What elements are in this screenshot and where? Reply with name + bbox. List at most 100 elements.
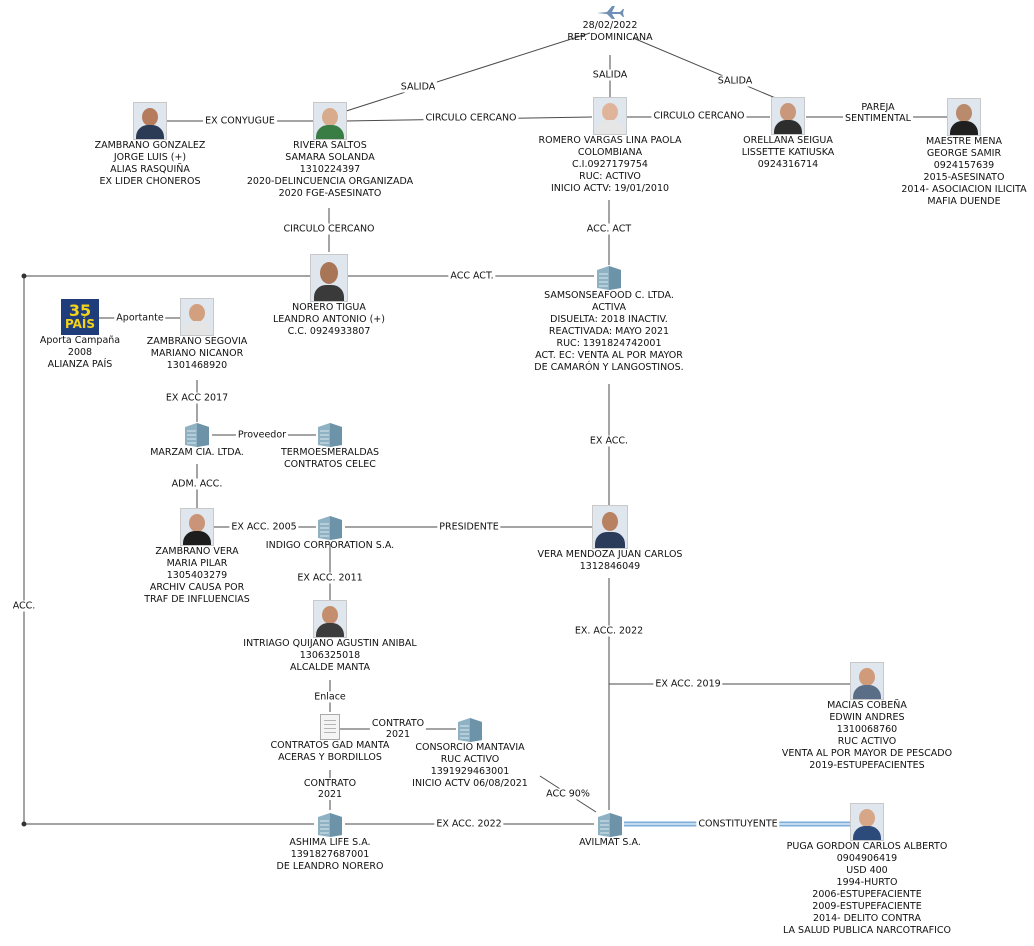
entity-line: VENTA AL POR MAYOR DE PESCADO [781, 748, 953, 759]
entity-line: ALCALDE MANTA [290, 662, 370, 673]
document-contratos-gad[interactable]: CONTRATOS GAD MANTA ACERAS Y BORDILLOS [260, 714, 400, 764]
entity-line: TERMOESMERALDAS [281, 447, 379, 458]
entity-line: 0904906419 [836, 853, 898, 864]
entity-line: NORERO TIGUA [292, 302, 366, 313]
relation-label: EX ACC. 2019 [653, 678, 723, 690]
entity-line: ALIANZA PAÍS [47, 359, 113, 370]
relation-label: CIRCULO CERCANO [281, 223, 377, 235]
person-vera-mendoza[interactable]: VERA MENDOZA JUAN CARLOS 1312846049 [525, 505, 695, 573]
entity-line: VERA MENDOZA JUAN CARLOS [537, 549, 683, 560]
relation-label: CONTRATO 2021 [301, 778, 359, 800]
entity-line: LISSETTE KATIUSKA [741, 147, 835, 158]
entity-line: 1391929463001 [430, 766, 510, 777]
building-icon [458, 718, 482, 742]
relation-label: PAREJA SENTIMENTAL [843, 102, 913, 124]
building-icon [318, 516, 342, 540]
person-zambrano-vera[interactable]: ZAMBRANO VERA MARIA PILAR 1305403279 ARC… [132, 508, 262, 606]
person-intriago-quijano[interactable]: INTRIAGO QUIJANO AGUSTIN ANIBAL 13063250… [230, 600, 430, 674]
entity-line: 2020-DELINCUENCIA ORGANIZADA [246, 176, 414, 187]
entity-line: 2020 FGE-ASESINATO [278, 188, 382, 199]
entity-line: 1306325018 [299, 650, 361, 661]
woman-photo-icon [593, 97, 627, 135]
entity-line: AVILMAT S.A. [579, 837, 641, 848]
company-termoesmeraldas[interactable]: TERMOESMERALDAS CONTRATOS CELEC [265, 421, 395, 471]
entity-line: 1310224397 [299, 164, 361, 175]
entity-line: 0924157639 [933, 160, 995, 171]
person-macias-cobena[interactable]: MACIAS COBEÑA EDWIN ANDRES 1310068760 RU… [772, 662, 962, 772]
relation-label: SALIDA [398, 81, 438, 93]
relation-label: Enlace [312, 691, 348, 703]
person-maestre-mena[interactable]: MAESTRE MENA GEORGE SAMIR 0924157639 201… [896, 98, 1032, 208]
entity-line: ZAMBRANO VERA [155, 546, 239, 557]
company-samsonseafood[interactable]: SAMSONSEAFOOD C. LTDA. ACTIVA DISUELTA: … [514, 264, 704, 374]
entity-line: RIVERA SALTOS [293, 140, 367, 151]
entity-line: MACIAS COBEÑA [827, 700, 907, 711]
entity-line: USD 400 [846, 865, 888, 876]
relation-label: ADM. ACC. [169, 478, 225, 490]
entity-line: 2014- ASOCIACION ILICITA [901, 184, 1027, 195]
relation-label: EX ACC 2017 [163, 392, 231, 404]
woman-photo-icon [180, 508, 214, 546]
relation-label: EX ACC. 2005 [229, 521, 299, 533]
entity-line: LA SALUD PUBLICA NARCOTRAFICO [782, 925, 952, 936]
entity-line: COLOMBIANA [577, 147, 643, 158]
entity-line: MAESTRE MENA [926, 136, 1002, 147]
person-puga-gordon[interactable]: PUGA GORDON CARLOS ALBERTO 0904906419 US… [772, 803, 962, 937]
relation-label: CONSTITUYENTE [696, 818, 780, 830]
person-norero-tigua[interactable]: NORERO TIGUA LEANDRO ANTONIO (+) C.C. 09… [259, 254, 399, 338]
person-zambrano-gonzalez[interactable]: ZAMBRANO GONZALEZ JORGE LUIS (+) ALIAS R… [80, 102, 220, 188]
relation-label: EX ACC. [587, 435, 631, 447]
company-indigo[interactable]: INDIGO CORPORATION S.A. [250, 514, 410, 552]
relation-label: ACC ACT. [448, 270, 496, 282]
entity-line: MAFIA DUENDE [927, 196, 1001, 207]
company-consorcio-mantavia[interactable]: CONSORCIO MANTAVIA RUC ACTIVO 1391929463… [395, 716, 545, 790]
entity-line: ACTIVA [592, 302, 626, 313]
trip-date: 28/02/2022 [582, 20, 638, 31]
entity-line: CONTRATOS GAD MANTA [270, 740, 390, 751]
entity-line: ASHIMA LIFE S.A. [289, 837, 371, 848]
entity-line: DISUELTA: 2018 INACTIV. [550, 314, 668, 325]
man-photo-icon [180, 298, 214, 336]
entity-line: 2008 [67, 347, 93, 358]
man-photo-icon [850, 803, 884, 841]
entity-line: 2006-ESTUPEFACIENTE [812, 889, 922, 900]
entity-line: EX LIDER CHONEROS [99, 176, 201, 187]
entity-line: 1391827687001 [290, 849, 370, 860]
entity-line: 1301468920 [166, 360, 228, 371]
relation-label: Aportante [114, 312, 166, 324]
woman-photo-icon [771, 97, 805, 135]
person-romero-vargas[interactable]: ROMERO VARGAS LINA PAOLA COLOMBIANA C.I.… [520, 97, 700, 195]
entity-line: MARIANO NICANOR [150, 348, 244, 359]
person-orellana-seigua[interactable]: ORELLANA SEIGUA LISSETTE KATIUSKA 092431… [728, 97, 848, 171]
entity-line: INDIGO CORPORATION S.A. [265, 540, 395, 551]
company-avilmat[interactable]: AVILMAT S.A. [570, 811, 650, 849]
relation-label: ACC 90% [544, 788, 592, 800]
man-photo-icon [947, 98, 981, 136]
entity-line: EDWIN ANDRES [829, 712, 905, 723]
trip-node[interactable]: 28/02/2022 REP. DOMINICANA [560, 4, 660, 44]
entity-line: SAMARA SOLANDA [285, 152, 375, 163]
relation-label: EX CONYUGUE [203, 115, 277, 127]
entity-line: ZAMBRANO SEGOVIA [146, 336, 248, 347]
person-rivera-saltos[interactable]: RIVERA SALTOS SAMARA SOLANDA 1310224397 … [240, 102, 420, 200]
building-icon [318, 423, 342, 447]
company-ashima-life[interactable]: ASHIMA LIFE S.A. 1391827687001 DE LEANDR… [270, 811, 390, 873]
relation-label: EX ACC. 2022 [434, 818, 504, 830]
entity-line: CONTRATOS CELEC [284, 459, 376, 470]
woman-photo-icon [313, 102, 347, 140]
entity-line: INTRIAGO QUIJANO AGUSTIN ANIBAL [243, 638, 417, 649]
entity-line: 1994-HURTO [836, 877, 898, 888]
relation-label: ACC. [10, 600, 38, 612]
document-icon [320, 714, 340, 740]
person-zambrano-segovia[interactable]: ZAMBRANO SEGOVIA MARIANO NICANOR 1301468… [132, 298, 262, 372]
entity-line: 2015-ASESINATO [923, 172, 1005, 183]
entity-line: C.I.0927179754 [572, 159, 648, 170]
entity-line: ALIAS RASQUIÑA [110, 164, 190, 175]
entity-line: SAMSONSEAFOOD C. LTDA. [544, 290, 674, 301]
entity-line: PUGA GORDON CARLOS ALBERTO [786, 841, 948, 852]
entity-line: INICIO ACTV: 19/01/2010 [550, 183, 670, 194]
party-alianza-pais[interactable]: 35 PAÍS Aporta Campaña 2008 ALIANZA PAÍS [30, 299, 130, 371]
company-marzam[interactable]: MARZAM CIA. LTDA. [132, 421, 262, 459]
entity-line: MARIA PILAR [166, 558, 228, 569]
entity-line: 2009-ESTUPEFACIENTE [812, 901, 922, 912]
